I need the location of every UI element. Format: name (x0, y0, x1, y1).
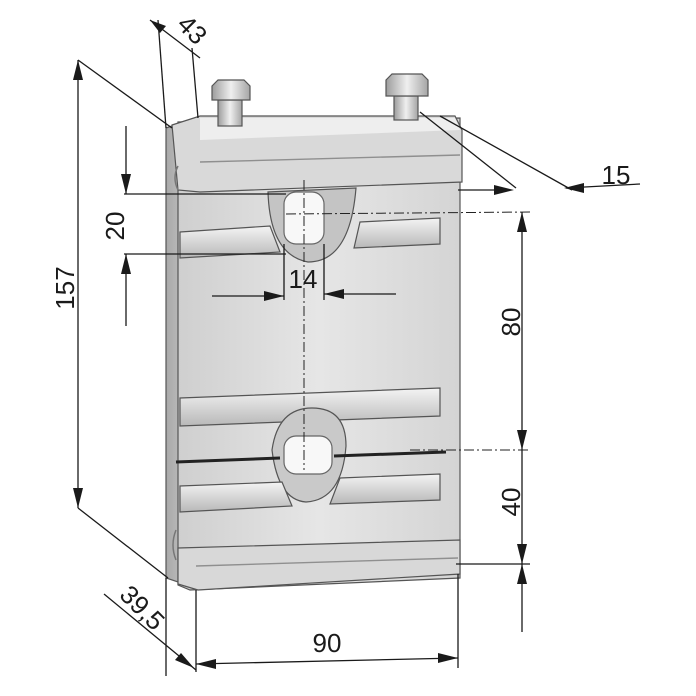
lower-hole (283, 435, 333, 475)
top-rail-highlight (200, 118, 460, 140)
side-groove-upper (174, 165, 179, 191)
dimension-43: 43 (149, 9, 214, 129)
upper-rib-left (179, 225, 281, 259)
dim-label-15: 15 (602, 160, 631, 190)
upper-rib-right (353, 217, 441, 249)
dimension-15: 15 (419, 111, 641, 195)
bolt-left-shank (217, 99, 243, 127)
bolt-right-head (385, 73, 429, 97)
dimension-90: 90 (195, 574, 459, 669)
lower-rib-right (329, 473, 441, 505)
bolt-left-head (211, 79, 251, 101)
lower-rib-left (179, 481, 293, 513)
side-groove-lower (172, 529, 177, 561)
top-rail-groove (199, 154, 461, 163)
dim-label-40: 40 (496, 488, 526, 517)
split-line (175, 450, 447, 464)
dimension-80: 80 (496, 212, 527, 450)
bottom-rail (177, 539, 461, 591)
dimension-20: 20 (100, 126, 286, 326)
dimension-39-5: 39,5 (103, 578, 197, 676)
dim-label-14: 14 (289, 264, 318, 294)
clamp-body (165, 115, 463, 591)
dim-label-20: 20 (100, 212, 130, 241)
bolt-right-shank (393, 95, 419, 121)
bolt-right (385, 73, 429, 121)
dimension-40: 40 (456, 450, 530, 632)
dim-label-43: 43 (172, 9, 214, 51)
dim-label-80: 80 (496, 308, 526, 337)
middle-rib (179, 387, 441, 427)
dimension-14: 14 (212, 244, 396, 301)
bolt-left (211, 79, 251, 127)
dimension-157: 157 (50, 59, 173, 579)
upper-hole-center-line (285, 211, 531, 215)
bottom-rail-groove (195, 557, 459, 567)
dim-label-90: 90 (313, 628, 342, 658)
dim-label-157: 157 (50, 266, 80, 309)
dim-label-39-5: 39,5 (114, 579, 171, 636)
